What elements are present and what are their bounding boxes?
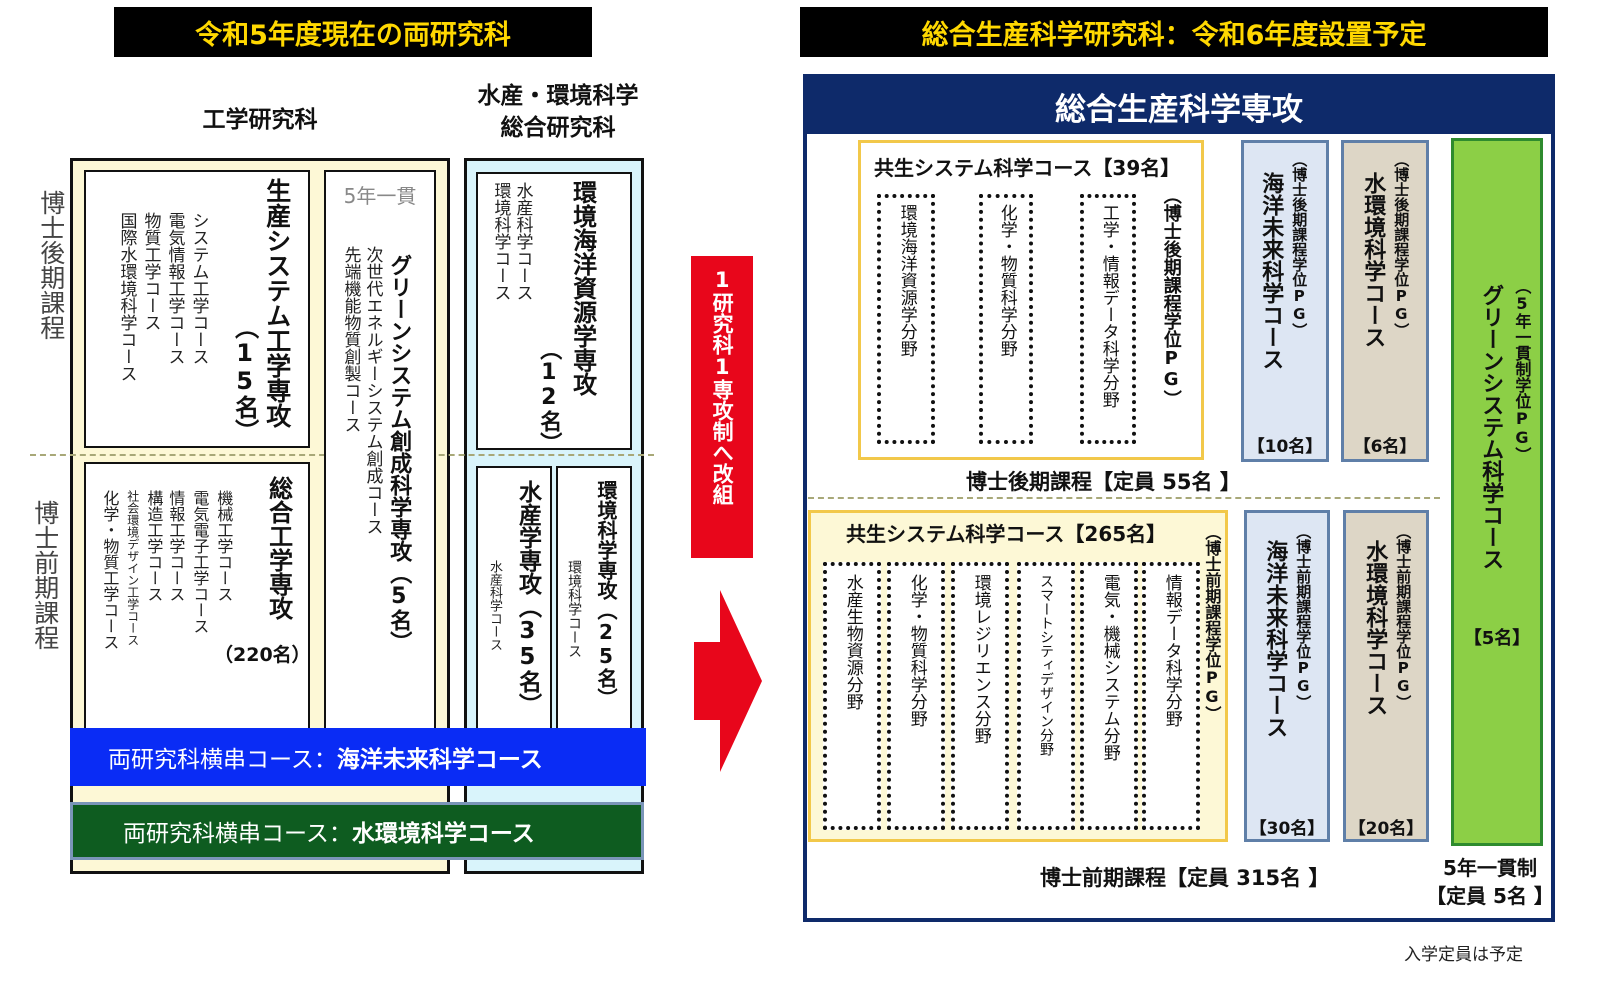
sogo-course-structural: 構造工学コース <box>144 490 164 602</box>
eor-course-environment-science: 環境科学コース <box>490 182 511 301</box>
early-ocean-future-course-name: 海洋未来科学コース <box>1262 540 1288 738</box>
environment-major-course: 環境科学コース <box>566 560 583 658</box>
early-field-information-data-label: 情報データ科学分野 <box>1161 574 1182 727</box>
major-title-bar: 総合生産科学専攻 <box>807 78 1551 134</box>
green-system-pg-label: （5年一貫制学位PG） <box>1512 278 1532 463</box>
sogo-engineering-major-box <box>84 462 310 760</box>
fisheries-major-box <box>476 466 552 762</box>
later-water-environment-course-box <box>1341 140 1429 462</box>
green-system-major-name: グリーンシステム創成科学専攻（5名） <box>386 254 412 653</box>
eor-course-fisheries-science: 水産科学コース <box>512 182 533 301</box>
sogo-course-electrical-electronic: 電気電子工学コース <box>190 490 210 634</box>
later-water-environment-pg-label: （博士後期課程学位PG） <box>1392 152 1411 338</box>
reorganization-label-box: 1研究科1専攻制へ改組 <box>691 256 753 558</box>
green-course-advanced-materials: 先端機能物質創製コース <box>340 246 361 433</box>
later-kyosei-pg-label: （博士後期課程学位PG） <box>1160 186 1182 408</box>
footnote: 入学定員は予定 <box>1404 945 1523 965</box>
later-water-environment-count: 【6名】 <box>1353 437 1417 457</box>
later-field-engineering-data-label: 工学・情報データ科学分野 <box>1098 204 1119 408</box>
fisheries-major-name: 水産学専攻（35名） <box>514 480 541 716</box>
cross-ocean-prefix: 両研究科横串コース： <box>108 747 337 773</box>
fisheries-graduate-school-title-line2: 総合研究科 <box>500 115 616 141</box>
cross-water-course-name: 水環境科学コース <box>351 821 535 847</box>
early-water-environment-count: 【20名】 <box>1348 819 1424 839</box>
early-field-fisheries-bio-label: 水産生物資源分野 <box>842 574 863 710</box>
doctor-later-label: 博士後期課程 <box>36 190 66 340</box>
major-title: 総合生産科学専攻 <box>1055 91 1303 128</box>
environment-ocean-resources-major-box <box>476 172 632 450</box>
early-field-smart-city-design: スマートシティデザイン分野 <box>1017 562 1075 830</box>
later-ocean-future-pg-label: （博士後期課程学位PG） <box>1290 152 1309 338</box>
sogo-course-information: 情報工学コース <box>166 490 186 602</box>
early-field-fisheries-bio: 水産生物資源分野 <box>823 562 881 830</box>
five-year-program-label: 5年一貫制 <box>1443 856 1537 880</box>
later-kyosei-course-title: 共生システム科学コース【39名】 <box>874 156 1181 180</box>
five-year-program-capacity: 【定員 5名 】 <box>1426 884 1554 908</box>
seisan-course-water-environment: 国際水環境科学コース <box>116 212 137 382</box>
later-ocean-future-count: 【10名】 <box>1247 437 1323 457</box>
fisheries-major-course: 水産科学コース <box>486 560 502 651</box>
early-capacity: 博士前期課程【定員 315名 】 <box>1040 866 1330 890</box>
sogo-engineering-major-count: （220名） <box>214 644 311 666</box>
later-water-environment-course-name: 水環境科学コース <box>1360 172 1386 348</box>
seisan-course-system: システム工学コース <box>188 212 209 365</box>
early-water-environment-pg-label: （博士前期課程学位PG） <box>1394 524 1413 710</box>
early-ocean-future-pg-label: （博士前期課程学位PG） <box>1294 524 1313 710</box>
seisan-system-major-name: 生産システム工学専攻 <box>262 178 292 428</box>
sogo-engineering-major-name: 総合工学専攻 <box>264 476 293 620</box>
reorganization-label: 1研究科1専攻制へ改組 <box>710 268 735 505</box>
early-field-information-data: 情報データ科学分野 <box>1142 562 1200 830</box>
early-ocean-future-course-box <box>1244 510 1330 842</box>
later-field-environment-ocean-label: 環境海洋資源学分野 <box>896 204 917 357</box>
green-system-course-name: グリーンシステム科学コース <box>1478 284 1504 570</box>
later-field-environment-ocean: 環境海洋資源学分野 <box>877 194 935 444</box>
five-year-integrated-tag: 5年一貫 <box>343 184 417 208</box>
doctor-divider-right <box>808 497 1440 499</box>
green-system-major-box <box>324 170 436 760</box>
sogo-course-social-environment-design: 社会環境デザイン工学コース <box>125 490 140 646</box>
later-field-engineering-data: 工学・情報データ科学分野 <box>1080 194 1136 444</box>
right-banner: 総合生産科学研究科：令和6年度設置予定 <box>800 7 1548 57</box>
later-capacity: 博士後期課程【定員 55名 】 <box>966 470 1241 494</box>
early-water-environment-course-box <box>1343 510 1429 842</box>
seisan-course-electrical-info: 電気情報工学コース <box>164 212 185 365</box>
early-field-chemistry-materials: 化学・物質科学分野 <box>887 562 945 830</box>
cross-ocean-course-name: 海洋未来科学コース <box>336 747 543 773</box>
green-system-course-box <box>1451 138 1543 846</box>
environment-ocean-resources-major-count: （12名） <box>536 338 562 454</box>
later-field-chemistry-materials: 化学・物質科学分野 <box>979 194 1033 444</box>
seisan-system-major-box <box>84 170 310 448</box>
green-system-count: 【5名】 <box>1463 628 1531 649</box>
environment-major-name: 環境科学専攻（25名） <box>594 480 618 708</box>
early-water-environment-course-name: 水環境科学コース <box>1362 540 1388 716</box>
later-ocean-future-course-name: 海洋未来科学コース <box>1258 172 1284 370</box>
sogo-course-chemistry-materials: 化学・物質工学コース <box>100 490 120 650</box>
early-field-environment-resilience: 環境レジリエンス分野 <box>951 562 1009 830</box>
early-field-smart-city-design-label: スマートシティデザイン分野 <box>1038 574 1055 756</box>
left-banner: 令和5年度現在の両研究科 <box>114 7 592 57</box>
early-field-environment-resilience-label: 環境レジリエンス分野 <box>970 574 991 744</box>
doctor-early-label: 博士前期課程 <box>30 500 60 650</box>
sogo-course-mechanical: 機械工学コース <box>214 490 234 602</box>
cross-course-water-environment-bar: 両研究科横串コース：水環境科学コース <box>70 802 644 860</box>
fisheries-graduate-school-title-line1: 水産・環境科学 <box>477 83 639 109</box>
early-field-electrical-mechanical-label: 電気・機械システム分野 <box>1099 574 1120 761</box>
early-ocean-future-count: 【30名】 <box>1249 819 1325 839</box>
early-kyosei-pg-label: （博士前期課程学位PG） <box>1202 524 1222 722</box>
environment-ocean-resources-major-name: 環境海洋資源学専攻 <box>568 180 597 396</box>
right-arrow-icon <box>694 590 762 772</box>
green-course-next-gen-energy: 次世代エネルギーシステム創成コース <box>362 246 383 535</box>
seisan-system-major-count: （15名） <box>230 315 259 443</box>
engineering-graduate-school-title: 工学研究科 <box>202 107 318 133</box>
later-field-chemistry-materials-label: 化学・物質科学分野 <box>996 204 1017 357</box>
seisan-course-materials: 物質工学コース <box>140 212 161 331</box>
cross-course-ocean-future-bar: 両研究科横串コース：海洋未来科学コース <box>70 728 646 786</box>
early-field-electrical-mechanical: 電気・機械システム分野 <box>1080 562 1138 830</box>
later-ocean-future-course-box <box>1241 140 1329 462</box>
environment-major-box <box>556 466 632 762</box>
early-kyosei-course-title: 共生システム科学コース【265名】 <box>846 522 1167 546</box>
cross-water-prefix: 両研究科横串コース： <box>123 821 352 847</box>
early-field-chemistry-materials-label: 化学・物質科学分野 <box>906 574 927 727</box>
